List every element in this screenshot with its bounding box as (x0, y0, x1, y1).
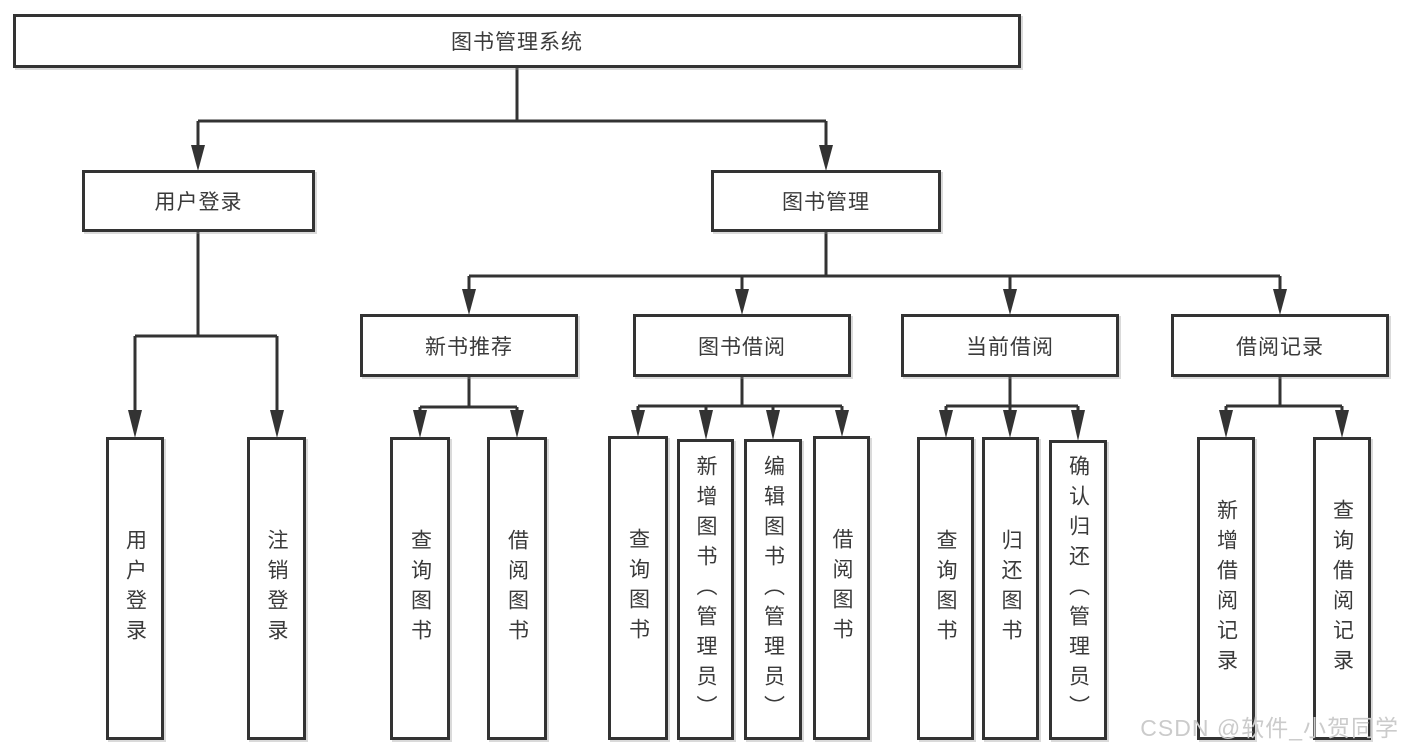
leaf-newbook-borrow: 借阅图书 (487, 437, 547, 740)
leaf-borrow-query-label: 查询图书 (626, 528, 650, 648)
connector-new-book-to-leaves (413, 377, 524, 438)
csdn-watermark: CSDN @软件_小贺同学 (1140, 715, 1399, 741)
leaf-newbook-borrow-label: 借阅图书 (505, 528, 529, 649)
leaf-logout-label: 注销登录 (265, 528, 288, 649)
leaf-borrow-add-label: 新增图书（管理员） (694, 454, 717, 725)
node-book-management: 图书管理 (711, 170, 941, 232)
leaf-current-confirm: 确认归还（管理员） (1049, 440, 1107, 740)
leaf-record-query: 查询借阅记录 (1313, 437, 1371, 740)
leaf-record-add: 新增借阅记录 (1197, 437, 1255, 740)
leaf-logout: 注销登录 (247, 437, 306, 740)
node-user-login: 用户登录 (82, 170, 315, 232)
connector-book-borrow-to-leaves (631, 377, 849, 440)
node-root-label: 图书管理系统 (451, 31, 583, 54)
leaf-record-add-label: 新增借阅记录 (1214, 498, 1238, 679)
node-root: 图书管理系统 (13, 14, 1021, 68)
connector-book-management-to-level3 (462, 232, 1287, 315)
leaf-user-login: 用户登录 (106, 437, 164, 740)
leaf-current-return: 归还图书 (982, 437, 1039, 740)
leaf-borrow-query: 查询图书 (608, 436, 668, 740)
node-book-management-label: 图书管理 (782, 191, 870, 214)
leaf-current-query-label: 查询图书 (934, 528, 957, 649)
leaf-newbook-query: 查询图书 (390, 437, 450, 740)
leaf-borrow-borrow-label: 借阅图书 (830, 528, 853, 648)
connector-user-login-to-leaves (128, 232, 284, 438)
connector-root-to-level2 (191, 68, 833, 171)
leaf-borrow-borrow: 借阅图书 (813, 436, 870, 740)
leaf-record-query-label: 查询借阅记录 (1330, 498, 1354, 679)
node-current-borrow-label: 当前借阅 (966, 335, 1054, 359)
leaf-borrow-edit: 编辑图书（管理员） (744, 439, 802, 740)
leaf-user-login-label: 用户登录 (123, 528, 147, 649)
node-book-borrow-label: 图书借阅 (698, 335, 786, 359)
node-borrow-record-label: 借阅记录 (1236, 335, 1324, 359)
leaf-newbook-query-label: 查询图书 (408, 528, 432, 649)
node-borrow-record: 借阅记录 (1171, 314, 1389, 377)
node-current-borrow: 当前借阅 (901, 314, 1119, 377)
leaf-borrow-add: 新增图书（管理员） (677, 439, 734, 740)
node-new-book-recommend-label: 新书推荐 (425, 335, 513, 359)
leaf-current-return-label: 归还图书 (999, 528, 1022, 649)
leaf-current-query: 查询图书 (917, 437, 974, 740)
node-book-borrow: 图书借阅 (633, 314, 851, 377)
node-new-book-recommend: 新书推荐 (360, 314, 578, 377)
connector-borrow-record-to-leaves (1219, 377, 1349, 438)
leaf-borrow-edit-label: 编辑图书（管理员） (761, 454, 785, 725)
node-user-login-label: 用户登录 (154, 191, 243, 214)
connector-current-borrow-to-leaves (939, 377, 1085, 441)
leaf-current-confirm-label: 确认归还（管理员） (1066, 455, 1090, 725)
